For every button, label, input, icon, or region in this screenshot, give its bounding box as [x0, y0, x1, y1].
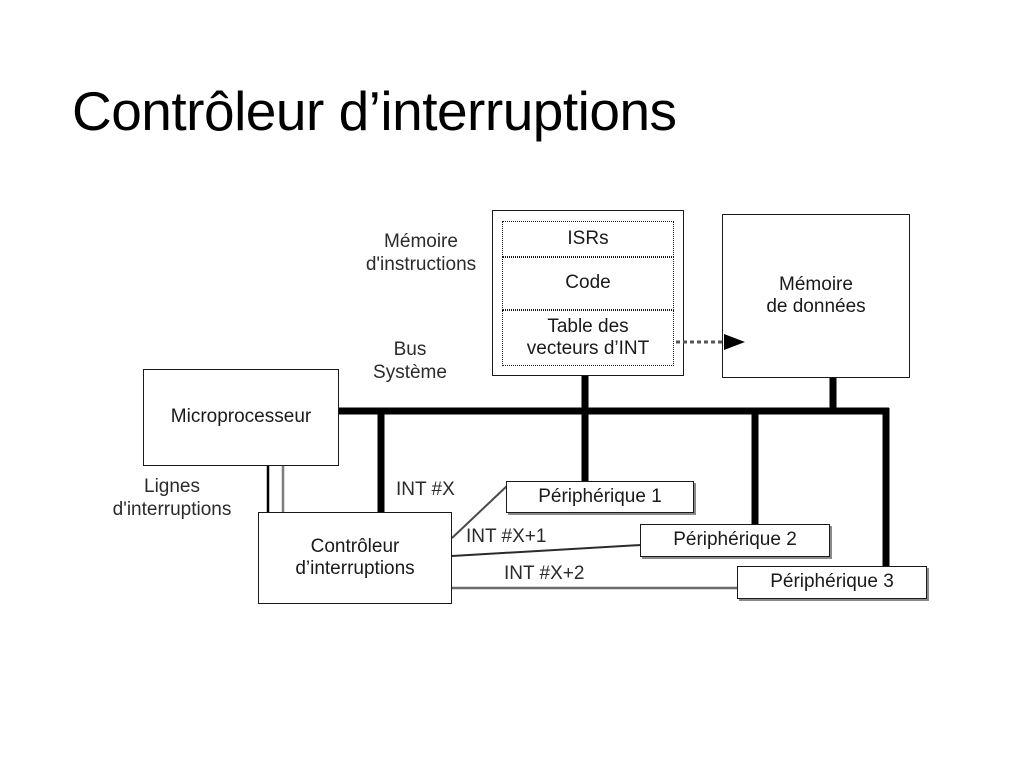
peripheral-1-label: Périphérique 1 — [538, 485, 662, 507]
instruction-memory-section-vector-table[interactable]: Table des vecteurs d’INT — [502, 310, 674, 366]
data-memory-label: Mémoire de données — [766, 273, 866, 317]
int-x-plus-2-label: INT #X+2 — [504, 563, 585, 584]
peripheral-3-box[interactable]: Périphérique 3 — [737, 566, 927, 599]
data-memory-box[interactable]: Mémoire de données — [722, 214, 910, 378]
instruction-memory-label: Mémoire d'instructions — [365, 231, 477, 275]
peripheral-2-box[interactable]: Périphérique 2 — [640, 524, 830, 557]
interrupt-controller-label: Contrôleur d’interruptions — [295, 535, 415, 579]
instruction-memory-section-vector-table-label: Table des vecteurs d’INT — [526, 315, 650, 359]
int-line-x — [451, 484, 509, 539]
peripheral-3-label: Périphérique 3 — [770, 571, 894, 593]
page-title: Contrôleur d’interruptions — [72, 79, 677, 142]
int-x-plus-1-label: INT #X+1 — [466, 526, 547, 547]
int-line-x-plus-1 — [451, 544, 642, 557]
microprocessor-label: Microprocesseur — [170, 406, 312, 428]
peripheral-1-box[interactable]: Périphérique 1 — [506, 481, 694, 513]
instruction-memory-section-isrs-label: ISRs — [567, 227, 609, 249]
system-bus-label: Bus Système — [373, 339, 447, 383]
interrupt-lines-label: Lignes d'interruptions — [112, 476, 232, 520]
peripheral-2-label: Périphérique 2 — [673, 529, 797, 551]
int-x-label: INT #X — [396, 479, 455, 500]
instruction-memory-section-isrs[interactable]: ISRs — [502, 221, 674, 257]
microprocessor-box[interactable]: Microprocesseur — [143, 369, 339, 466]
instruction-memory-section-code-label: Code — [565, 272, 611, 294]
vector-table-arrowhead — [724, 334, 745, 350]
instruction-memory-section-code[interactable]: Code — [502, 257, 674, 310]
interrupt-controller-box[interactable]: Contrôleur d’interruptions — [258, 512, 452, 604]
